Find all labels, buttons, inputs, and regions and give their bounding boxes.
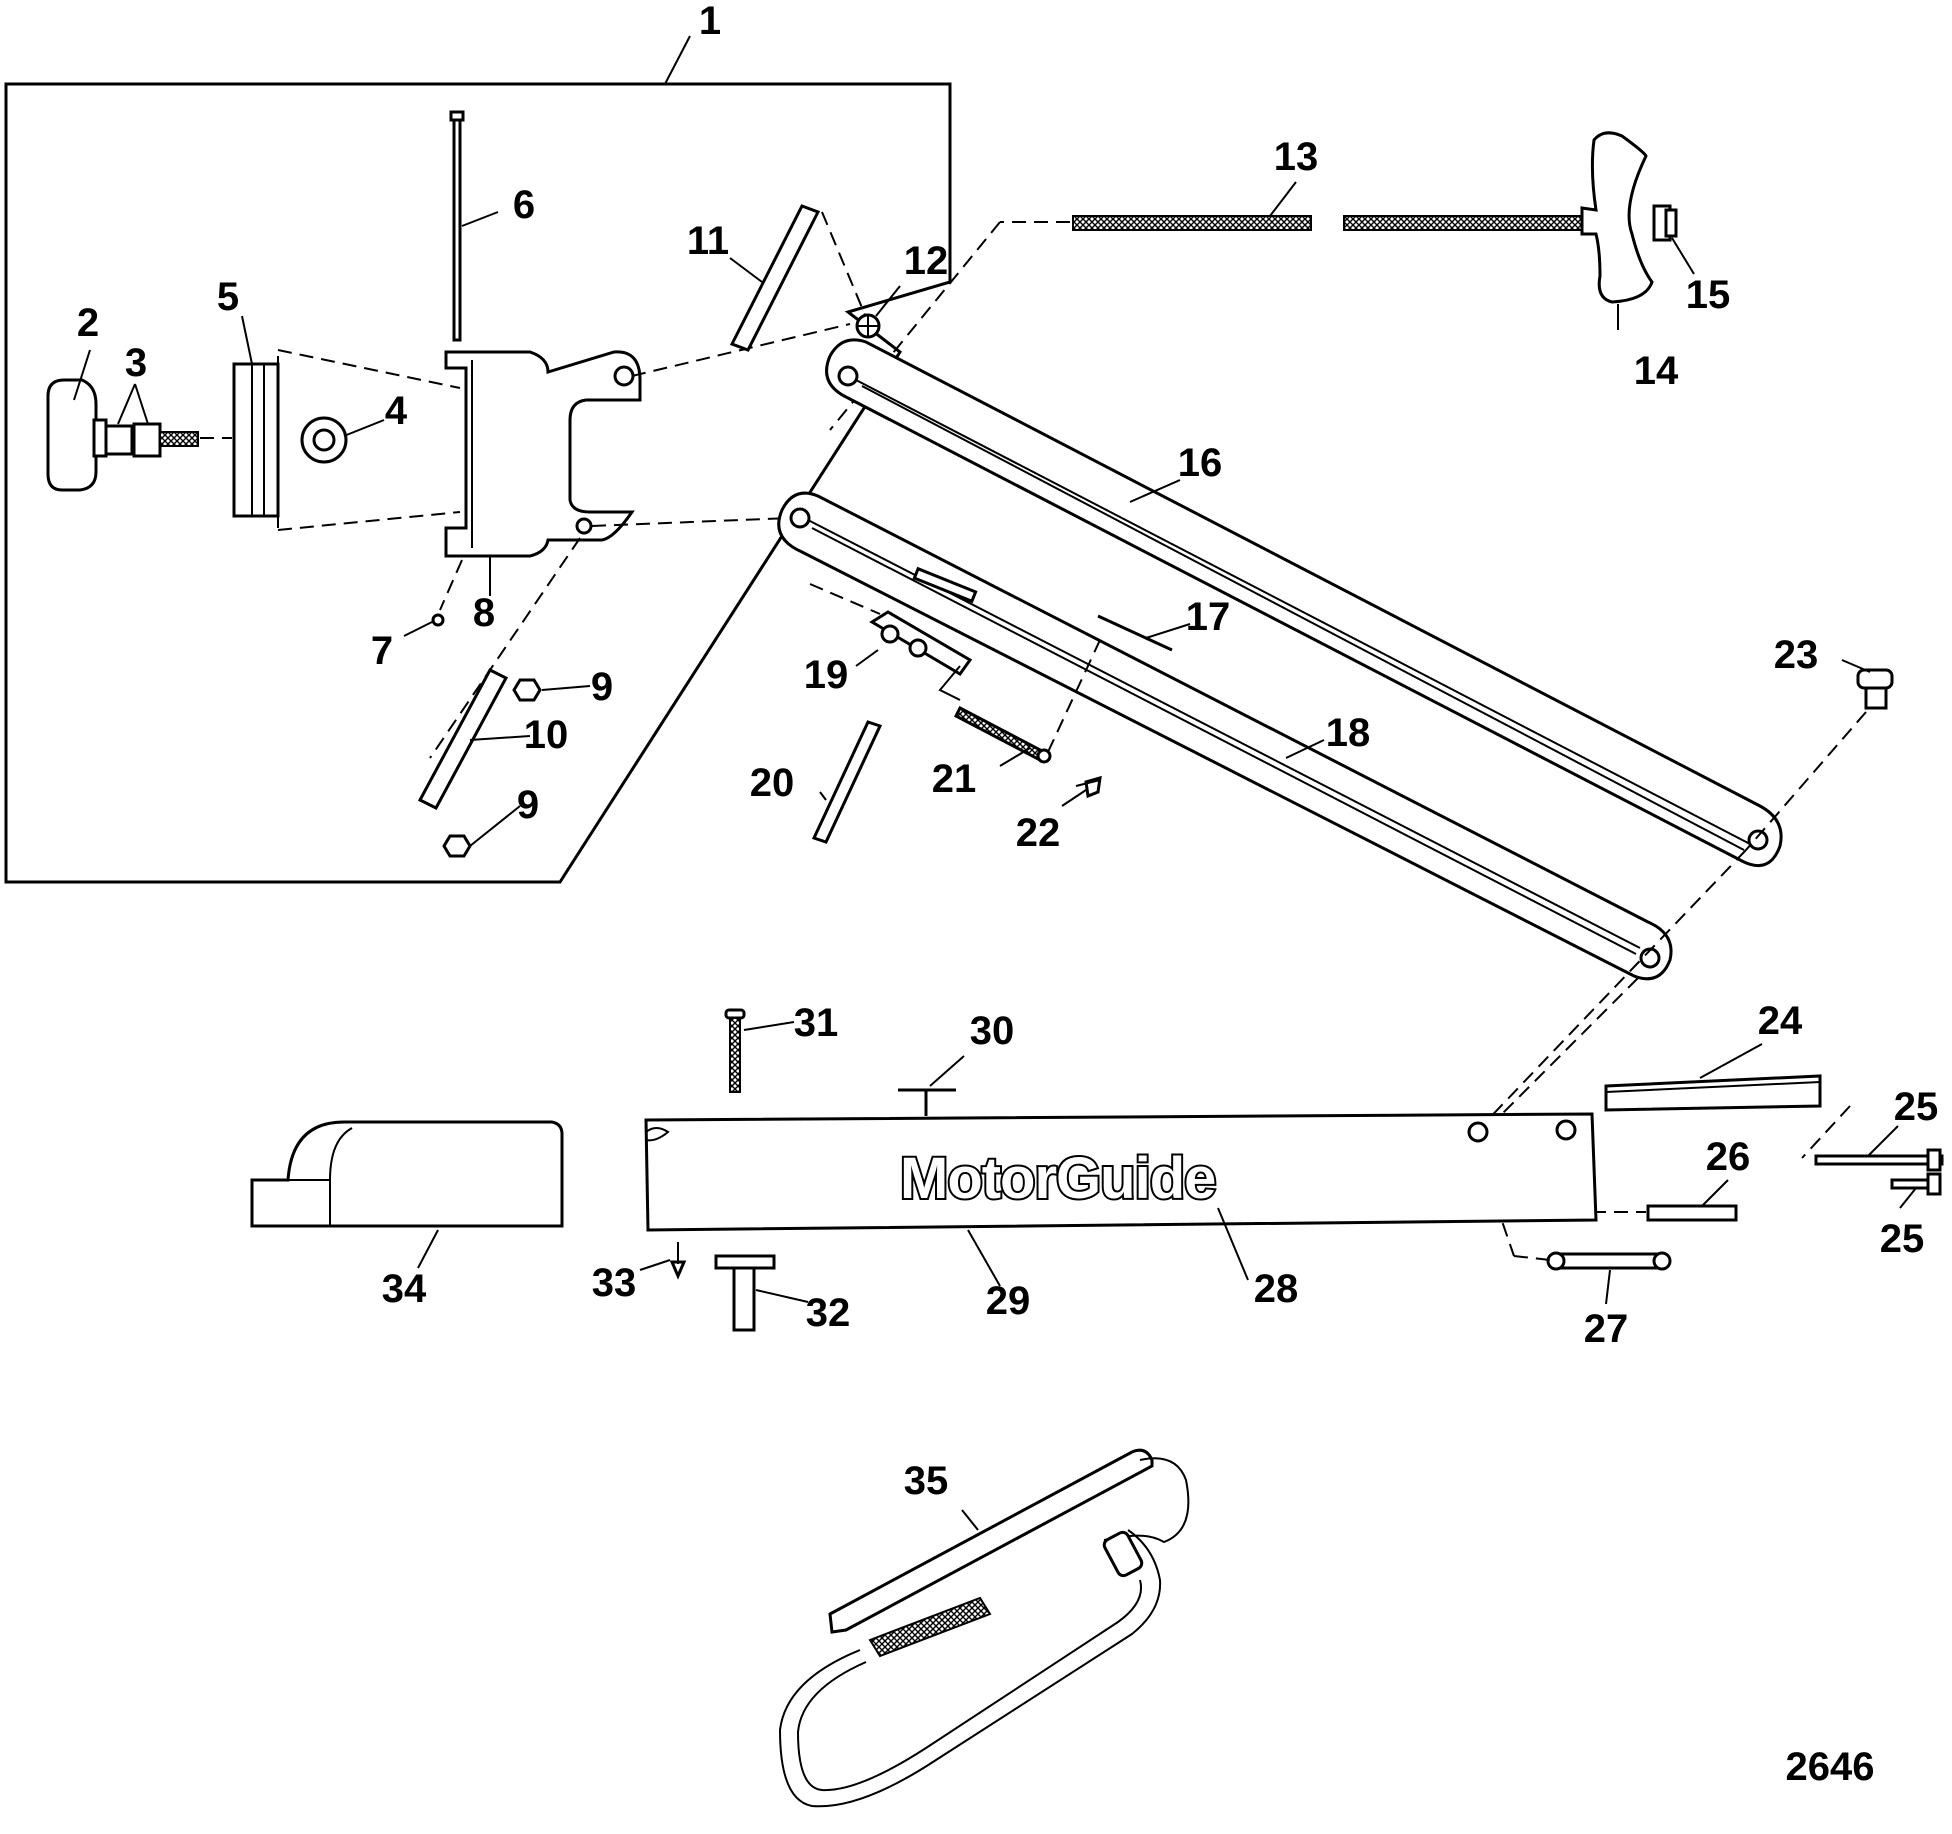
t-bolt-part <box>714 1254 776 1332</box>
upper-arm-part <box>825 338 1783 867</box>
mount-bracket-part <box>429 323 851 759</box>
t-handle-part <box>1580 131 1654 304</box>
figure-number: 2646 <box>1786 1745 1875 1789</box>
callout-34: 34 <box>382 1267 427 1311</box>
stop-knob-part <box>1477 668 1894 1131</box>
callout-17: 17 <box>1186 595 1231 639</box>
callout-27: 27 <box>1584 1307 1629 1351</box>
screw-part-22 <box>1075 775 1102 799</box>
callout-23: 23 <box>1774 633 1819 677</box>
callout-11: 11 <box>687 219 729 263</box>
callout-2: 2 <box>77 301 99 345</box>
upper-rod-part <box>729 204 869 352</box>
wear-strip-part <box>1604 1074 1851 1159</box>
callout-25b: 25 <box>1880 1217 1925 1261</box>
end-cap-part <box>1652 204 1678 242</box>
leader-lines <box>73 181 1917 1531</box>
knob-part <box>46 378 232 492</box>
callout-3: 3 <box>125 341 147 385</box>
callout-20: 20 <box>750 761 795 805</box>
callout-24: 24 <box>1758 999 1803 1043</box>
callout-5: 5 <box>217 275 239 319</box>
callout-4: 4 <box>385 389 408 433</box>
callout-18: 18 <box>1326 711 1371 755</box>
washer-part <box>300 416 348 464</box>
callout-16: 16 <box>1178 441 1223 485</box>
clamp-pad-part <box>232 349 461 531</box>
callout-29: 29 <box>986 1279 1031 1323</box>
callout-31: 31 <box>794 1001 839 1045</box>
callout-21: 21 <box>932 757 977 801</box>
rest-bumper-part <box>250 1120 564 1228</box>
callout-32: 32 <box>806 1291 851 1335</box>
brand-decal: MotorGuide <box>900 1146 1215 1211</box>
callout-12: 12 <box>904 239 949 283</box>
latch-plate-part <box>809 566 978 701</box>
callout-35: 35 <box>904 1459 949 1503</box>
spring-part <box>954 639 1101 764</box>
callout-22: 22 <box>1016 811 1061 855</box>
pivot-pin-part <box>1473 1139 1672 1271</box>
callout-9a: 9 <box>591 665 613 709</box>
callout-33: 33 <box>592 1261 637 1305</box>
hinge-pins-part <box>1814 1148 1944 1196</box>
long-bolt-part <box>724 1008 746 1093</box>
long-pin-part <box>449 110 465 342</box>
detent-ball-part <box>431 613 445 627</box>
base-plate-part <box>644 1112 1598 1232</box>
callout-labels: 1 2 3 4 5 6 7 8 9 9 10 11 12 13 14 15 16… <box>77 0 1938 1503</box>
callout-14: 14 <box>1634 349 1679 393</box>
retaining-clip-part <box>855 313 881 339</box>
callout-7: 7 <box>371 629 393 673</box>
latch-bar-part <box>1097 614 1173 652</box>
tension-rod-part <box>829 215 1583 431</box>
callout-15: 15 <box>1686 273 1731 317</box>
callout-8: 8 <box>473 591 495 635</box>
small-screw-part <box>669 1242 687 1280</box>
callout-19: 19 <box>804 653 849 697</box>
spacer-bar-part <box>1592 1204 1738 1222</box>
callout-10: 10 <box>524 713 569 757</box>
callout-25a: 25 <box>1894 1085 1939 1129</box>
pivot-rod-part <box>417 668 509 810</box>
callout-9b: 9 <box>517 783 539 827</box>
latch-pin-part <box>811 720 883 844</box>
callout-6: 6 <box>513 183 535 227</box>
callout-30: 30 <box>970 1009 1015 1053</box>
callout-13: 13 <box>1274 135 1319 179</box>
callout-28: 28 <box>1254 1267 1299 1311</box>
callout-1: 1 <box>699 0 721 43</box>
callout-26: 26 <box>1706 1135 1751 1179</box>
hold-down-strap-part <box>778 1448 1190 1808</box>
hex-nut-parts <box>442 678 542 858</box>
